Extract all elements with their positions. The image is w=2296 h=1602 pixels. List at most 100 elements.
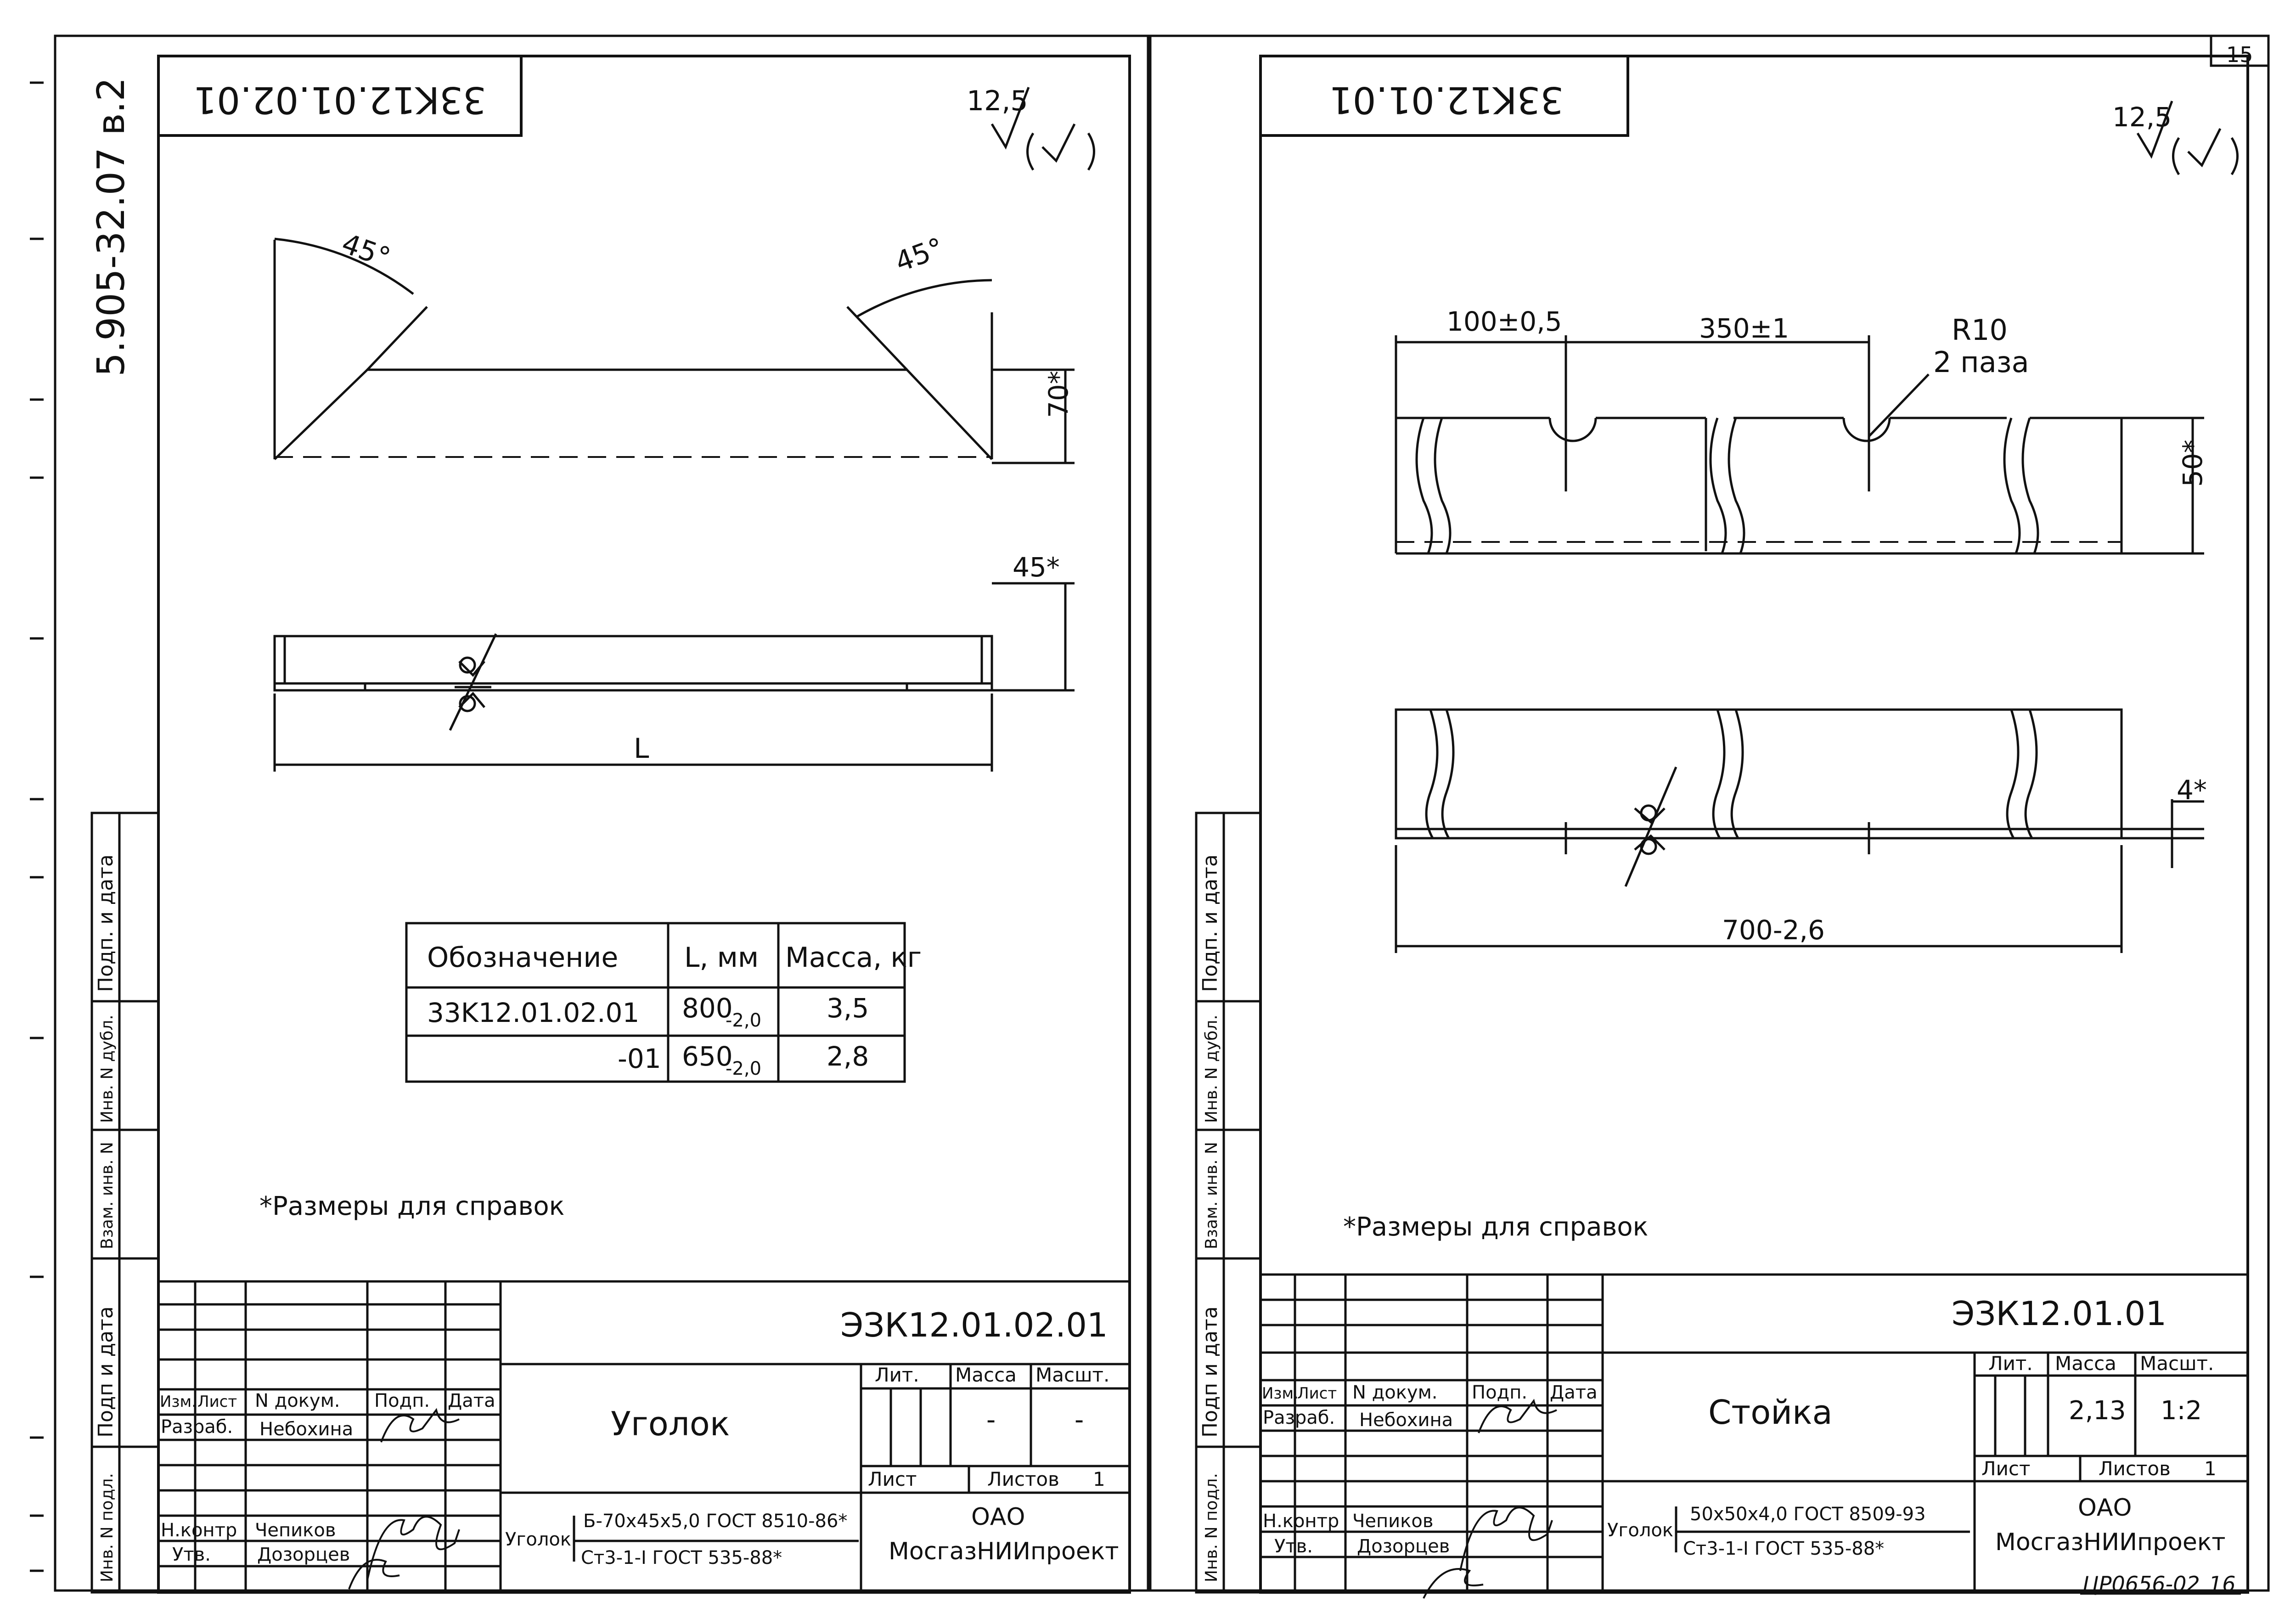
left-tb-material-top: Б-70x45x5,0 ГОСТ 8510-86*	[583, 1511, 847, 1532]
right-tb-mass: 2,13	[2069, 1396, 2126, 1426]
right-tb-sheets: Листов	[2099, 1457, 2171, 1480]
right-tb-col-sign: Подп.	[1472, 1382, 1527, 1403]
right-tb-role-check: Н.контр	[1263, 1511, 1339, 1532]
left-tb-org-2: МосгазНИИпроект	[889, 1538, 1119, 1565]
left-outer-frame	[54, 34, 1149, 1592]
right-stamp-box	[1259, 55, 1629, 137]
left-note: *Размеры для справок	[259, 1191, 564, 1221]
right-tb-scale: 1:2	[2161, 1396, 2202, 1426]
left-side-strip: 5.905-32.07 в.2 Подп. и дата Инв. N дубл…	[90, 77, 160, 1594]
margin-ticks	[30, 81, 44, 1572]
left-roughness: 12,5	[967, 85, 1028, 117]
right-roughness-check-icon	[2136, 101, 2173, 159]
left-tb-sheets: Листов	[987, 1468, 1059, 1490]
left-tb-col-list: Лист	[197, 1393, 237, 1411]
table-row1-tol: -2,0	[726, 1010, 761, 1031]
left-dim-height: 70*	[1043, 371, 1074, 418]
side-label-sign-date: Подп. и дата	[94, 854, 118, 992]
right-top-view	[1395, 335, 2204, 555]
right-side-label-sign-date-2: Подп и дата	[1199, 1306, 1222, 1438]
left-tb-sheet: Лист	[868, 1468, 917, 1490]
right-tb-material-bottom: Ст3-1-I ГОСТ 535-88*	[1683, 1538, 1884, 1559]
table-row2-mass: 2,8	[827, 1041, 869, 1072]
left-signature-2	[366, 1516, 460, 1580]
right-tb-code: ЭЗК12.01.01	[1952, 1294, 2167, 1333]
side-label-album: 5.905-32.07 в.2	[90, 77, 133, 377]
right-dim-radius: R10	[1952, 313, 2008, 347]
right-sheet: 33K12.01.01 15 12,5	[1259, 34, 2270, 1599]
right-side-view	[1395, 708, 2204, 953]
right-side-label-orig-no: Инв. N подл.	[1202, 1473, 1221, 1582]
left-tb-material-label: Уголок	[505, 1529, 571, 1550]
right-archive-page: 16	[2209, 1572, 2236, 1596]
table-row2-l: 650	[682, 1041, 733, 1072]
right-tb-sheets-count: 1	[2204, 1457, 2217, 1480]
left-roughness-check-icon	[990, 87, 1030, 150]
right-tb-col-doc: N докум.	[1352, 1382, 1438, 1403]
left-signature-1	[380, 1408, 460, 1443]
left-side-view	[273, 582, 1075, 772]
left-signature-3	[348, 1559, 400, 1590]
left-tb-mass-label: Масса	[955, 1364, 1017, 1386]
table-row2-code: -01	[618, 1043, 661, 1074]
left-tb-role-appr: Утв.	[172, 1544, 211, 1565]
left-tb-mass: -	[986, 1405, 996, 1435]
right-tb-lit: Лит.	[1988, 1352, 2033, 1375]
page-number-box	[2210, 34, 2270, 67]
right-tb-role-dev: Разраб.	[1263, 1407, 1335, 1428]
left-stamp-box	[157, 55, 523, 137]
table-row1-l: 800	[682, 993, 733, 1024]
table-header-length: L, мм	[684, 942, 759, 974]
right-stamp-code: 33K12.01.01	[1329, 79, 1564, 121]
right-tb-material-top: 50x50x4,0 ГОСТ 8509-93	[1690, 1504, 1926, 1525]
right-dim-length: 700-2,6	[1722, 914, 1825, 946]
left-tb-role-dev: Разраб.	[161, 1416, 233, 1438]
left-tb-scale: -	[1075, 1405, 1084, 1435]
right-note: *Размеры для справок	[1343, 1212, 1648, 1242]
table-row1-code: 33K12.01.02.01	[427, 997, 639, 1028]
left-tb-sheets-count: 1	[1093, 1468, 1105, 1490]
left-tb-check-name: Чепиков	[255, 1520, 336, 1541]
left-tb-material-bottom: Ст3-1-I ГОСТ 535-88*	[581, 1547, 782, 1568]
right-signature-2	[1459, 1506, 1553, 1571]
left-tb-name: Уголок	[611, 1405, 730, 1443]
left-tb-lit: Лит.	[875, 1364, 919, 1386]
left-tb-col-date: Дата	[448, 1390, 495, 1411]
table-header-code: Обозначение	[427, 942, 618, 974]
left-top-view	[273, 237, 1075, 464]
right-tb-org-1: ОАО	[2078, 1494, 2132, 1522]
side-label-dup-no: Инв. N дубл.	[98, 1015, 117, 1123]
left-tb-col-izm: Изм.	[160, 1393, 197, 1411]
side-label-inv-swap: Взам. инв. N	[98, 1142, 117, 1249]
left-dim-length: L	[634, 733, 649, 765]
left-title-block	[158, 1280, 1130, 1592]
left-tb-appr-name: Дозорцев	[257, 1544, 350, 1565]
right-side-label-dup-no: Инв. N дубл.	[1202, 1015, 1221, 1123]
right-tb-col-date: Дата	[1550, 1382, 1598, 1403]
left-angle-left: 45°	[338, 227, 394, 274]
side-label-orig-no: Инв. N подл.	[98, 1473, 117, 1582]
left-table	[405, 922, 906, 1083]
right-dim-thickness: 4*	[2177, 774, 2207, 806]
right-tb-scale-label: Масшт.	[2140, 1352, 2214, 1375]
table-row2-tol: -2,0	[726, 1058, 761, 1079]
left-tb-code: ЭЗК12.01.02.01	[840, 1306, 1108, 1344]
table-header-mass: Масса, кг	[785, 942, 922, 974]
right-tb-col-izm: Изм.	[1262, 1384, 1299, 1403]
right-dim-d2: 350±1	[1699, 313, 1789, 344]
right-side-label-inv-swap: Взам. инв. N	[1202, 1142, 1221, 1249]
right-archive-no: ЦР0656-02	[2082, 1572, 2200, 1596]
left-tb-role-check: Н.контр	[161, 1520, 237, 1541]
left-dim-width: 45*	[1013, 552, 1060, 583]
right-tb-dev-name: Небохина	[1359, 1410, 1453, 1431]
right-tb-org-2: МосгазНИИпроект	[1995, 1529, 2226, 1556]
right-dim-d1: 100±0,5	[1446, 306, 1562, 337]
right-tb-sheet: Лист	[1981, 1457, 2030, 1480]
right-tb-name: Стойка	[1708, 1393, 1833, 1432]
left-tb-col-doc: N докум.	[255, 1390, 340, 1411]
right-outer-frame	[1149, 34, 2270, 1592]
left-tb-org-1: ОАО	[971, 1503, 1025, 1531]
left-tb-scale-label: Масшт.	[1035, 1364, 1109, 1386]
left-sheet: 33K12.01.02.01 12,5 45° 45° 70*	[157, 55, 1131, 1594]
